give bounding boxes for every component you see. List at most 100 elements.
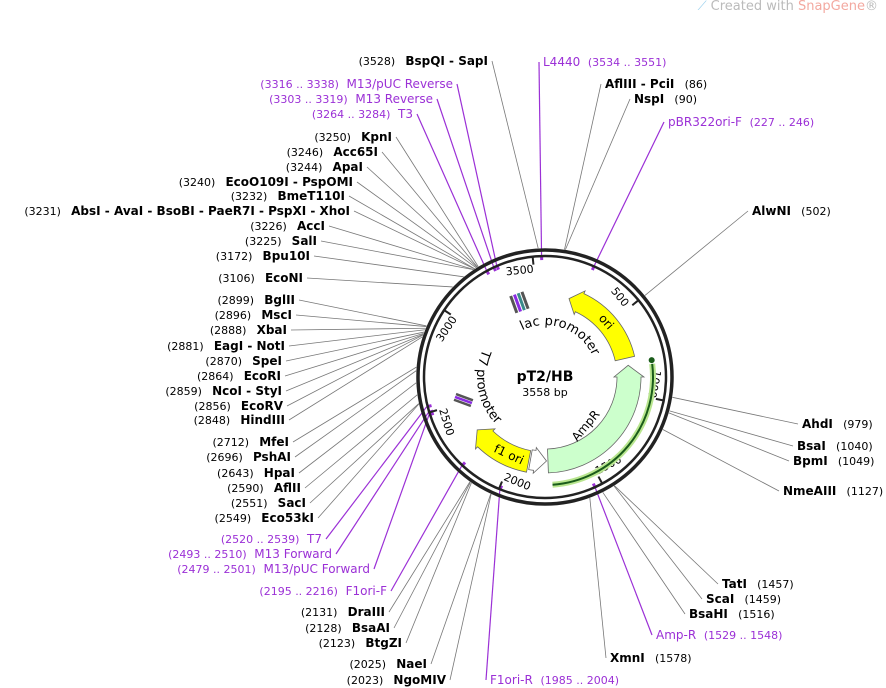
site-position: (3172) — [216, 250, 253, 263]
spacer — [742, 115, 750, 129]
site-name: PshAI — [253, 450, 291, 464]
enzyme-label[interactable]: ScaI (1459) — [706, 588, 781, 607]
enzyme-label[interactable]: (2856) EcoRV — [194, 395, 284, 414]
site-name: EcoRV — [241, 399, 284, 413]
enzyme-line — [449, 494, 492, 681]
enzyme-label[interactable]: (2864) EcoRI — [197, 365, 281, 384]
site-position: (2712) — [212, 436, 249, 449]
primer-label[interactable]: L4440 (3534 .. 3551) — [543, 55, 666, 69]
tick-mark — [443, 309, 452, 316]
enzyme-label[interactable]: (2128) BsaAI — [305, 617, 390, 636]
site-name: AhdI — [802, 417, 833, 431]
spacer — [322, 156, 332, 175]
enzyme-label[interactable]: (3225) SalI — [245, 230, 317, 249]
spacer — [828, 450, 838, 469]
plasmid-name: pT2/HB — [517, 369, 574, 385]
enzyme-label[interactable]: AflIII - PciI (86) — [605, 73, 707, 92]
site-name: Acc65I — [333, 145, 378, 159]
enzyme-line — [313, 255, 464, 278]
enzyme-label[interactable]: (3528) BspQI - SapI — [359, 50, 488, 69]
enzyme-label[interactable]: TatI (1457) — [722, 573, 794, 592]
glyph — [453, 398, 472, 408]
enzyme-label[interactable]: (2899) BglII — [217, 289, 295, 308]
enzyme-label[interactable]: (3232) BmeT110I — [231, 185, 345, 204]
plasmid-size: 3558 bp — [522, 386, 567, 399]
spacer — [267, 185, 277, 204]
enzyme-label[interactable]: (2896) MscI — [215, 304, 292, 323]
site-position: (979) — [843, 418, 873, 431]
enzyme-label[interactable]: (2023) NgoMIV — [347, 669, 447, 688]
site-position: (90) — [674, 93, 697, 106]
enzyme-label[interactable]: (3231) AbsI - AvaI - BsoBI - PaeR7I - Ps… — [24, 200, 350, 219]
enzyme-label[interactable]: (2131) DraIII — [301, 601, 385, 620]
spacer — [383, 669, 393, 688]
site-name: SacI — [278, 496, 306, 510]
ori-feature[interactable] — [568, 290, 636, 362]
enzyme-line — [669, 410, 794, 447]
enzyme-label[interactable]: (2696) PshAI — [206, 446, 291, 465]
spacer — [674, 73, 684, 92]
primer-label[interactable]: (3316 .. 3338) M13/pUC Reverse — [260, 77, 453, 91]
ampr-promoter-feature[interactable] — [528, 446, 548, 475]
enzyme-label[interactable]: (3240) EcoO109I - PspOMI — [179, 171, 353, 190]
site-position: (2128) — [305, 622, 342, 635]
primer-label[interactable]: (3303 .. 3319) M13 Reverse — [269, 92, 433, 106]
site-name: XmnI — [610, 651, 645, 665]
spacer — [696, 628, 704, 642]
enzyme-label[interactable]: (2025) NaeI — [350, 653, 428, 672]
primer-label[interactable]: (2479 .. 2501) M13/pUC Forward — [177, 562, 370, 576]
t7-promoter-label: T7 promoter — [473, 347, 505, 428]
snapgene-logo-icon: ⟋ — [697, 0, 707, 14]
site-position: (1459) — [745, 593, 782, 606]
primer-label[interactable]: (3264 .. 3284) T3 — [312, 107, 413, 121]
enzyme-label[interactable]: (2888) XbaI — [210, 319, 287, 338]
enzyme-label[interactable]: (2859) NcoI - StyI — [165, 380, 282, 399]
enzyme-label[interactable]: BsaHI (1516) — [689, 603, 775, 622]
enzyme-label[interactable]: (2551) SacI — [231, 492, 306, 511]
enzyme-label[interactable]: (3246) Acc65I — [287, 141, 378, 160]
enzyme-label[interactable]: (2870) SpeI — [205, 350, 282, 369]
spacer — [61, 200, 71, 219]
enzyme-label[interactable]: (3226) AccI — [250, 215, 325, 234]
site-name: EcoO109I - PspOMI — [225, 175, 353, 189]
enzyme-label[interactable]: (3106) EcoNI — [218, 267, 303, 286]
primer-label[interactable]: Amp-R (1529 .. 1548) — [656, 628, 782, 642]
site-position: (3316 .. 3338) — [260, 78, 339, 91]
primer-line — [593, 121, 665, 266]
enzyme-line — [290, 327, 426, 331]
site-name: pBR322ori-F — [668, 115, 742, 129]
site-position: (1578) — [655, 652, 692, 665]
enzyme-label[interactable]: (2848) HindIII — [194, 409, 285, 428]
enzyme-label[interactable]: NspI (90) — [634, 88, 697, 107]
enzyme-line — [565, 98, 631, 250]
enzyme-label[interactable]: (2881) EagI - NotI — [167, 335, 285, 354]
f1ori-feature[interactable] — [475, 428, 532, 473]
primer-label[interactable]: (2493 .. 2510) M13 Forward — [168, 547, 332, 561]
primer-line — [485, 490, 501, 681]
enzyme-label[interactable]: (2549) Eco53kI — [215, 507, 314, 526]
site-name: L4440 — [543, 55, 580, 69]
enzyme-line — [294, 370, 417, 458]
enzyme-label[interactable]: (3250) KpnI — [314, 126, 392, 145]
enzyme-label[interactable]: NmeAIII (1127) — [783, 480, 883, 499]
enzyme-label[interactable]: (2712) MfeI — [212, 431, 289, 450]
enzyme-label[interactable]: (3172) Bpu10I — [216, 245, 310, 264]
enzyme-label[interactable]: BpmI (1049) — [793, 450, 874, 469]
primer-label[interactable]: F1ori-R (1985 .. 2004) — [490, 673, 619, 687]
primer-label[interactable]: pBR322ori-F (227 .. 246) — [668, 115, 814, 129]
enzyme-label[interactable]: (2123) BtgZI — [319, 632, 402, 651]
spacer — [254, 462, 264, 481]
site-name: ApaI — [333, 160, 363, 174]
primer-label[interactable]: (2520 .. 2539) T7 — [221, 532, 322, 546]
enzyme-label[interactable]: AhdI (979) — [802, 413, 873, 432]
primer-label[interactable]: (2195 .. 2216) F1ori-F — [259, 584, 387, 598]
enzyme-label[interactable]: XmnI (1578) — [610, 647, 692, 666]
site-position: (2881) — [167, 340, 204, 353]
enzyme-label[interactable]: AlwNI (502) — [752, 200, 831, 219]
enzyme-label[interactable]: (3244) ApaI — [286, 156, 363, 175]
site-position: (3106) — [218, 272, 255, 285]
ampr-feature[interactable] — [547, 364, 646, 474]
enzyme-label[interactable]: BsaI (1040) — [797, 435, 873, 454]
enzyme-label[interactable]: (2643) HpaI — [217, 462, 295, 481]
enzyme-label[interactable]: (2590) AflII — [227, 477, 301, 496]
